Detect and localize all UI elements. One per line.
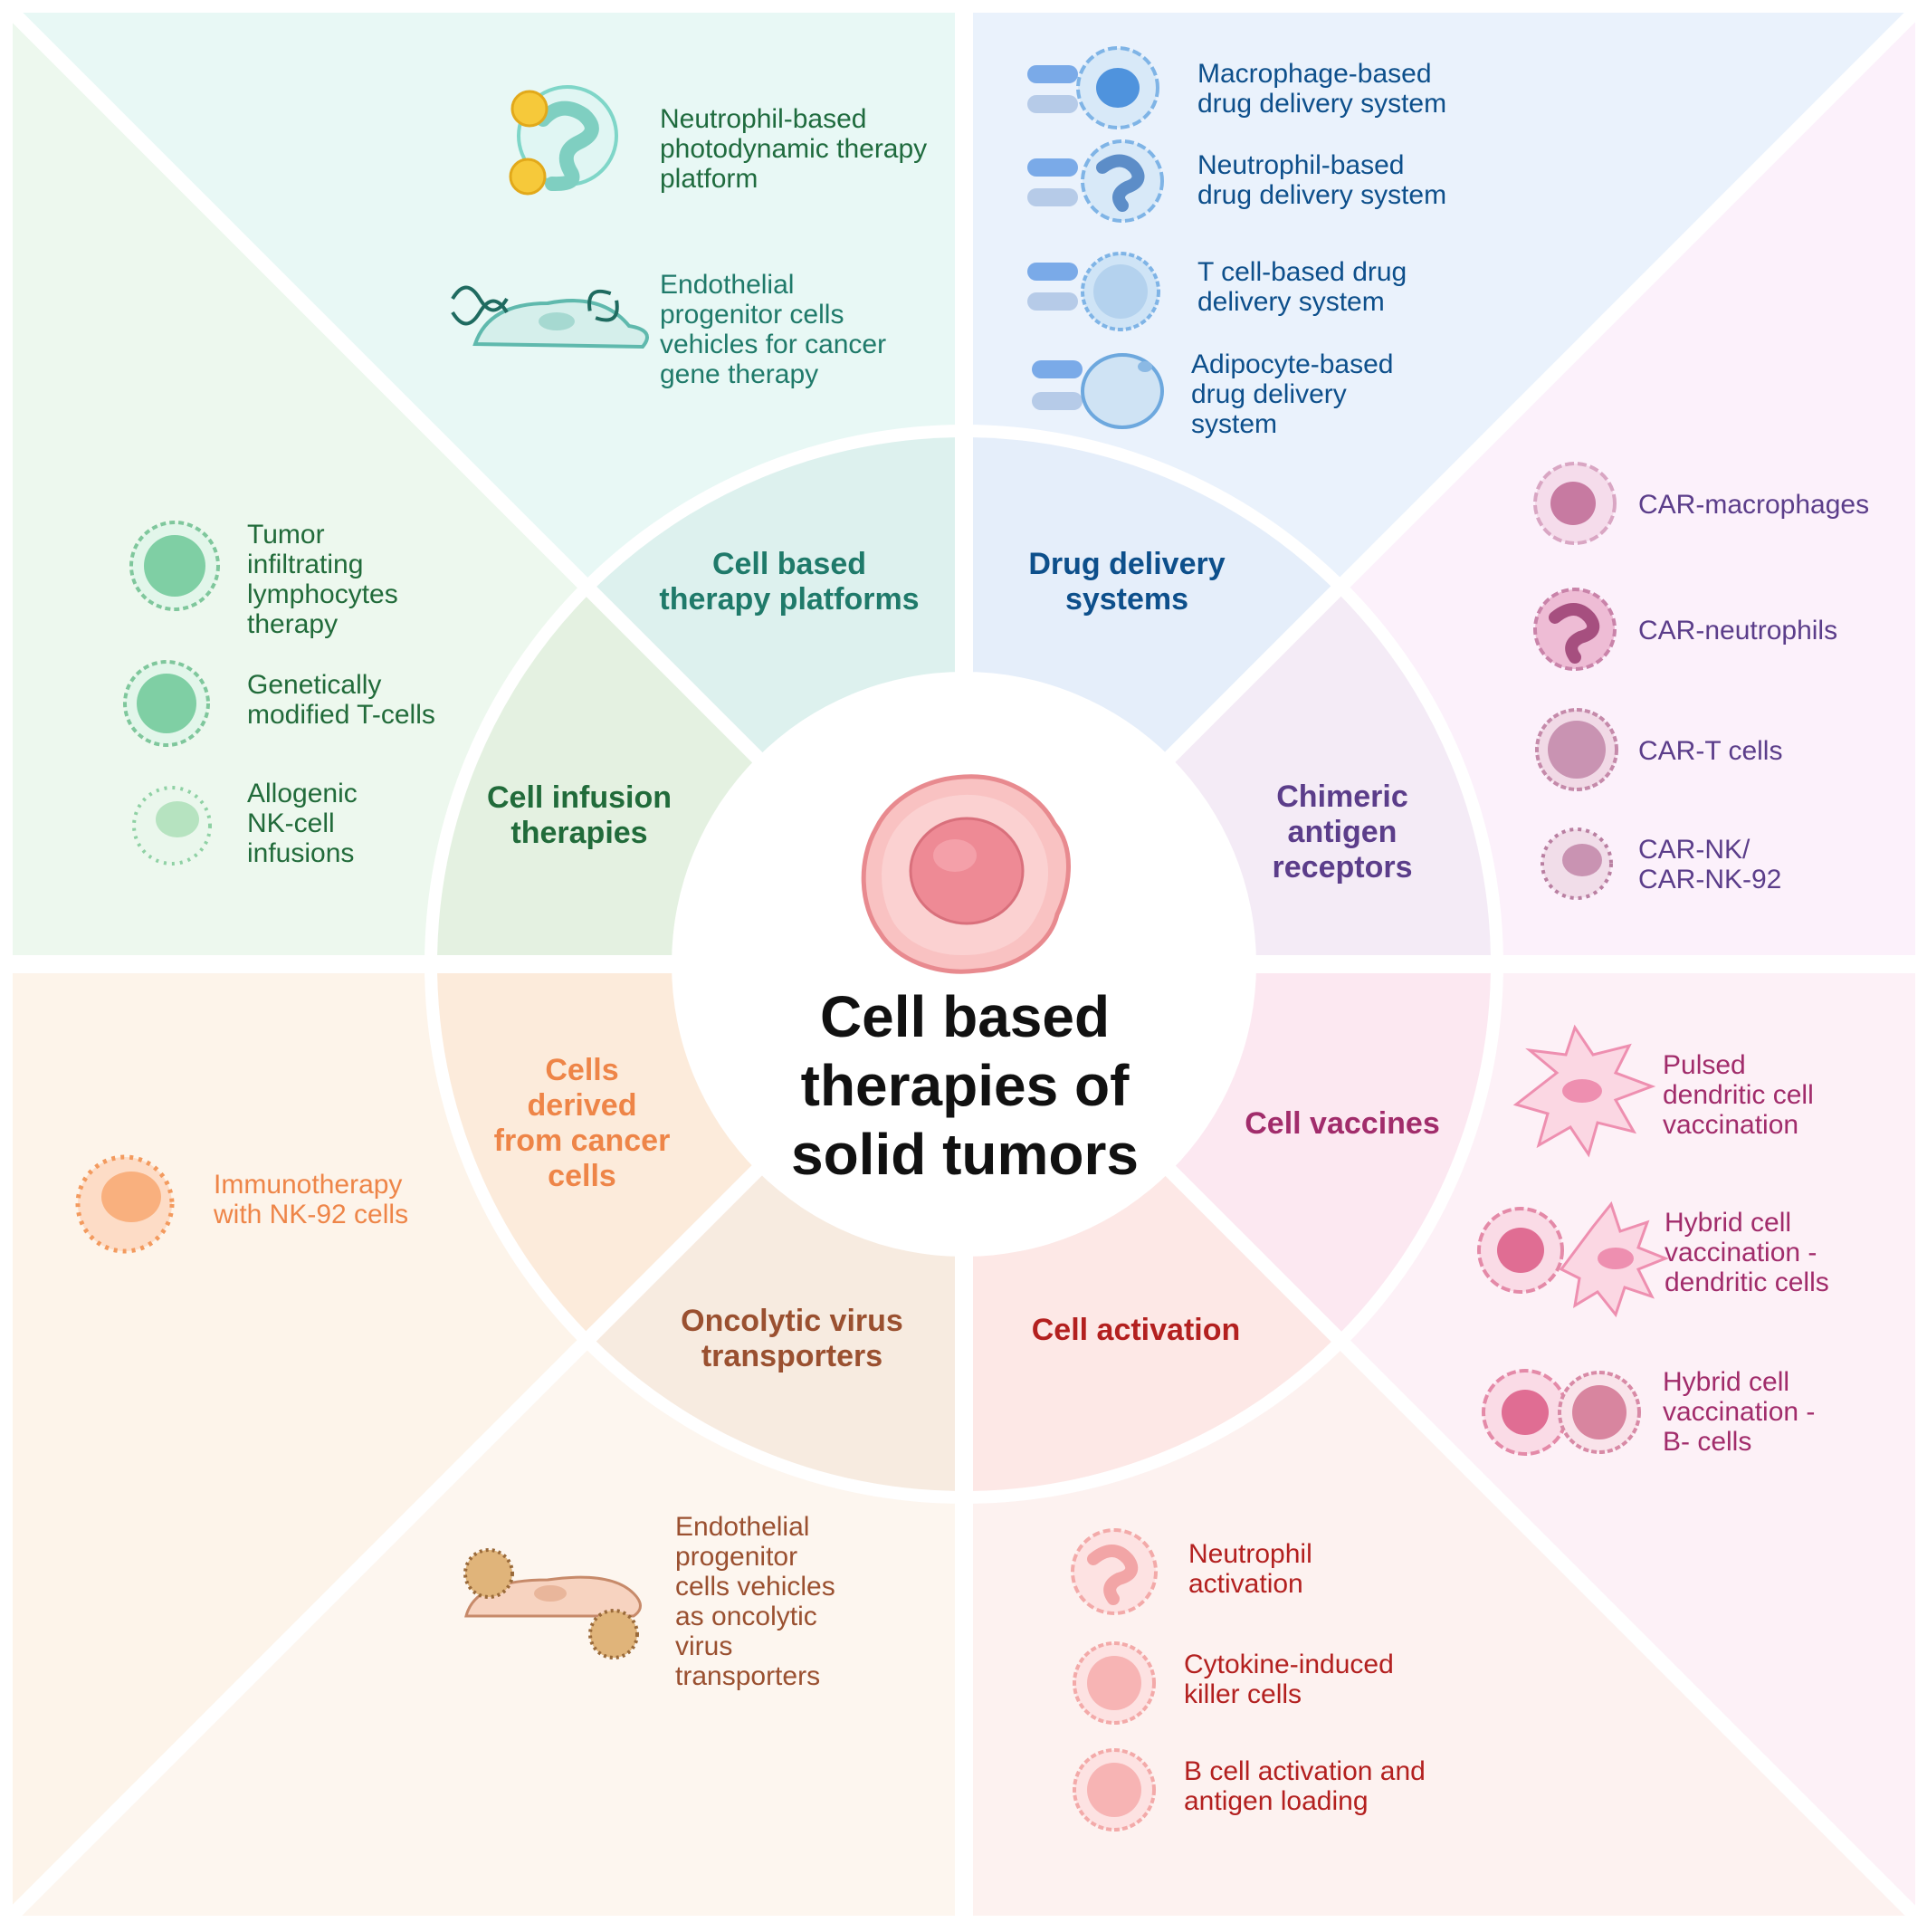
cytokine-killer-icon [1073,1641,1156,1725]
item-adipocyte-drug-delivery: Adipocyte-based drug delivery system [1191,349,1394,439]
allogenic-nk-icon [132,786,212,866]
item-t-cell-drug-delivery: T cell-based drug delivery system [1197,257,1407,317]
macrophage-drug-delivery-icon [1027,46,1159,129]
item-neutrophil-activation: Neutrophil activation [1188,1539,1312,1599]
item-pulsed-dendritic: Pulsed dendritic cell vaccination [1663,1050,1814,1140]
item-hybrid-b-cells: Hybrid cell vaccination - B- cells [1663,1367,1816,1457]
neutrophil-photodynamic-icon [509,85,618,196]
hybrid-dendritic-icon [1477,1200,1670,1318]
item-endothelial-gene-therapy: Endothelial progenitor cells vehicles fo… [660,270,887,389]
item-nk92-immunotherapy: Immunotherapy with NK-92 cells [214,1170,409,1229]
endothelial-oncolytic-icon [463,1548,642,1659]
neutrophil-activation-icon [1071,1528,1158,1615]
item-car-neutrophils: CAR-neutrophils [1638,616,1838,646]
item-allogenic-nk: Allogenic NK-cell infusions [247,779,358,868]
category-label-infusion: Cell infusion therapies [487,780,672,850]
til-cell-icon [129,521,220,611]
category-label-cancer-derived: Cells derived from cancer cells [493,1053,671,1193]
hybrid-b-cell-icon [1482,1369,1641,1456]
car-macrophage-icon [1533,462,1617,545]
endothelial-gene-therapy-icon [451,285,649,349]
item-b-cell-activation: B cell activation and antigen loading [1184,1756,1426,1816]
item-endothelial-oncolytic: Endothelial progenitor cells vehicles as… [675,1512,835,1691]
b-cell-activation-icon [1073,1748,1156,1832]
item-neutrophil-drug-delivery: Neutrophil-based drug delivery system [1197,150,1447,210]
car-t-cell-icon [1535,708,1618,791]
item-genetically-modified-t: Genetically modified T-cells [247,670,435,730]
car-nk-icon [1541,827,1613,900]
category-label-oncolytic: Oncolytic virus transporters [681,1304,903,1373]
category-label-platforms: Cell based therapy platforms [659,547,920,617]
genetically-modified-t-cell-icon [123,660,210,747]
item-cytokine-killer: Cytokine-induced killer cells [1184,1650,1394,1709]
center-title: Cell based therapies of solid tumors [790,984,1140,1187]
item-neutrophil-photodynamic: Neutrophil-based photodynamic therapy pl… [660,104,928,194]
t-cell-drug-delivery-icon [1027,252,1160,331]
category-label-activation: Cell activation [1031,1313,1241,1347]
item-car-t-cells: CAR-T cells [1638,736,1783,766]
item-car-nk: CAR-NK/ CAR-NK-92 [1638,835,1782,894]
tumor-cell-icon [861,774,1071,974]
category-label-drug-delivery: Drug delivery systems [1028,547,1226,617]
dendritic-cell-icon [1512,1024,1656,1158]
item-hybrid-dendritic: Hybrid cell vaccination - dendritic cell… [1665,1208,1829,1297]
car-neutrophil-icon [1533,588,1617,671]
neutrophil-drug-delivery-icon [1027,139,1164,223]
category-label-car: Chimeric antigen receptors [1272,779,1413,885]
item-car-macrophages: CAR-macrophages [1638,490,1870,520]
item-macrophage-drug-delivery: Macrophage-based drug delivery system [1197,59,1447,119]
adipocyte-drug-delivery-icon [1032,353,1164,429]
nk92-cell-icon [75,1154,175,1254]
item-til-therapy: Tumor infiltrating lymphocytes therapy [247,520,398,639]
category-label-vaccines: Cell vaccines [1245,1106,1440,1141]
